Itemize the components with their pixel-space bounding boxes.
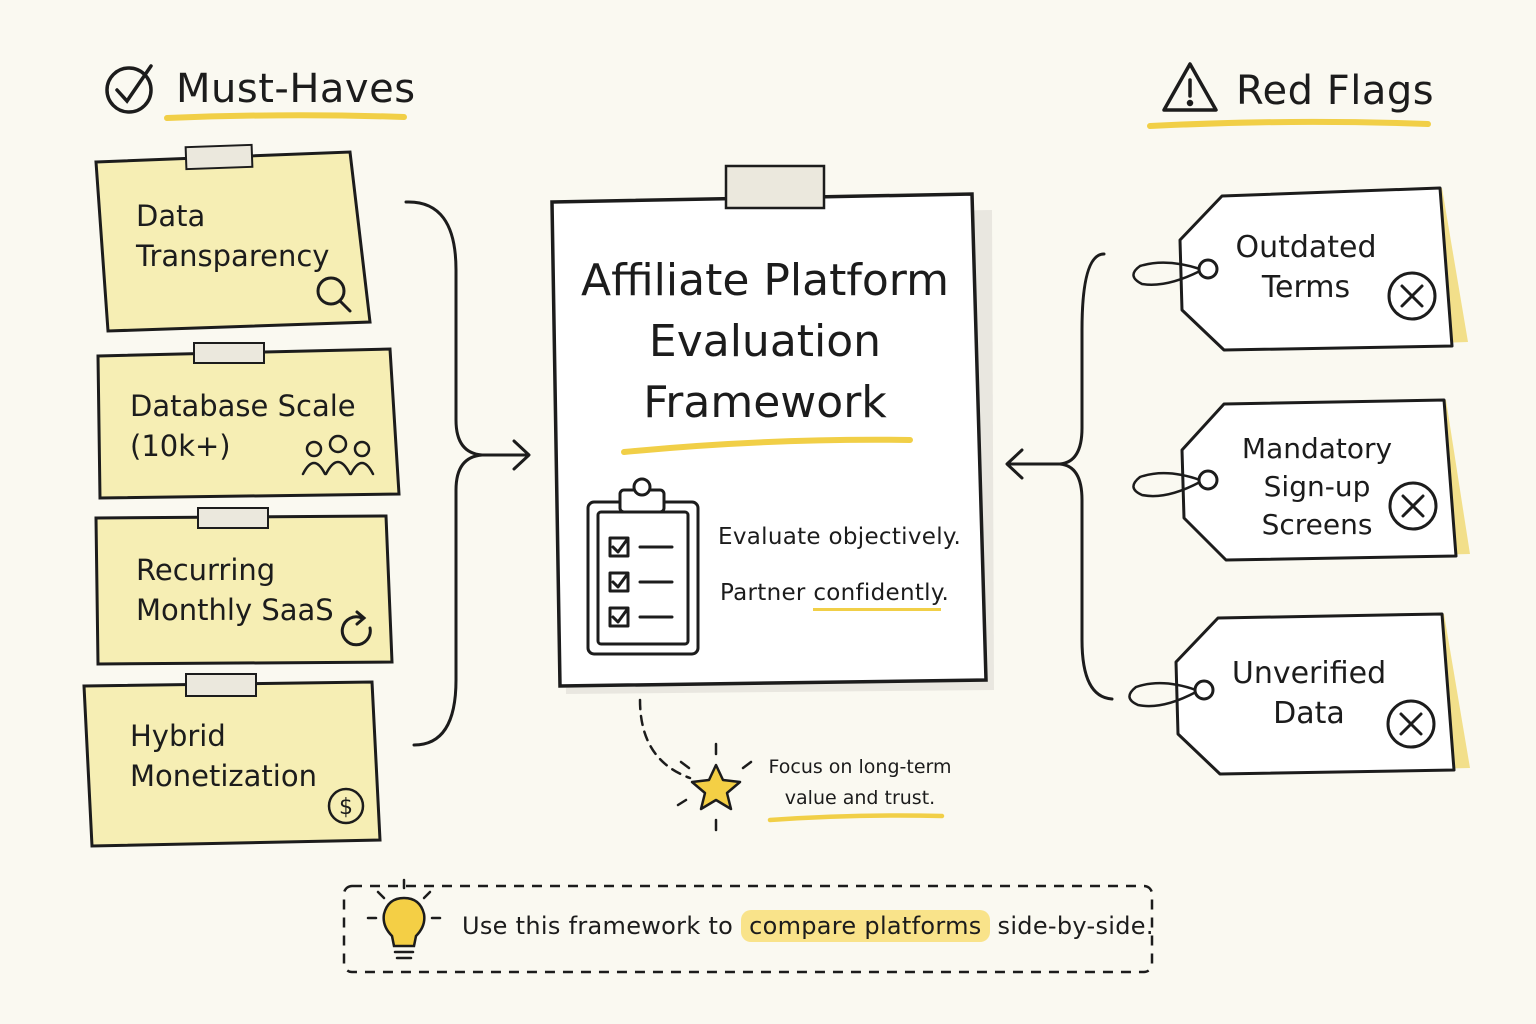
sticky-note-4 [82,673,382,848]
x-circle-icon [1387,271,1437,321]
right-bracket [1059,252,1114,701]
must-have-database-scale: Database Scale (10k+) [130,389,356,463]
focus-underline [767,813,945,823]
must-have-data-transparency: Data Transparency [136,199,330,273]
tagline-partner: Partner confidently. [720,580,950,611]
star-icon [676,742,753,832]
tip-text: Use this framework to compare platforms … [462,910,1154,942]
must-have-hybrid-monetization: Hybrid Monetization [130,719,317,793]
tip-box [342,884,1154,974]
check-circle-icon [105,64,153,114]
red-flags-title: Red Flags [1236,68,1435,114]
magnifier-icon [316,276,352,313]
x-circle-icon [1388,481,1438,531]
center-title: Affiliate Platform Evaluation Framework [581,255,949,428]
people-icon [301,434,375,476]
right-arrow [1005,448,1062,480]
warning-icon [1162,62,1218,112]
tip-highlight: compare platforms [741,910,990,942]
left-bracket [404,200,483,747]
tag-shape-3 [1128,612,1470,776]
tip-suffix: side-by-side. [989,912,1154,940]
red-flag-outdated-terms: Outdated Terms [1235,230,1377,305]
tagline-partner-highlight: confidently [813,580,942,611]
center-title-underline [621,436,913,455]
dollar-sign: $ [339,795,353,820]
clipboard-icon [586,477,700,656]
must-haves-underline [164,112,407,121]
must-have-recurring-saas: Recurring Monthly SaaS [136,553,334,627]
left-arrow [480,439,531,471]
must-haves-title: Must-Haves [176,66,416,112]
sticky-note-1 [94,143,372,333]
red-flags-underline [1147,118,1431,129]
tagline-evaluate: Evaluate objectively. [718,524,962,550]
x-circle-icon [1386,699,1436,749]
sticky-note-3 [94,507,394,666]
tagline-partner-suffix: . [941,580,950,606]
tag-shape-1 [1132,186,1468,352]
refresh-icon [340,610,372,647]
focus-note: Focus on long-term value and trust. [768,756,952,809]
tip-prefix: Use this framework to [462,912,742,940]
tag-shape-2 [1132,398,1470,562]
dashed-connector [638,698,692,780]
red-flag-mandatory-signup: Mandatory Sign-up Screens [1241,432,1393,541]
red-flag-unverified-data: Unverified Data [1231,656,1387,731]
dollar-icon [327,787,365,825]
tagline-partner-prefix: Partner [720,580,814,606]
sticky-note-2 [96,342,401,500]
lightbulb-icon [366,878,442,960]
